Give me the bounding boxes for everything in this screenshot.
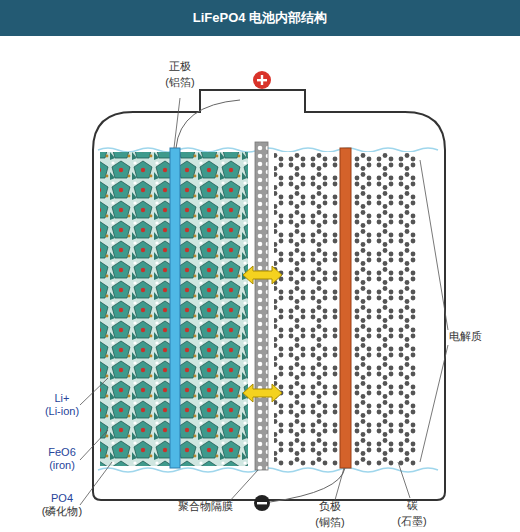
part-label: 碳	[407, 499, 418, 512]
part-label: 聚合物隔膜	[178, 500, 233, 513]
diagram-title: LiFePO4 电池内部结构	[193, 9, 327, 27]
part-label: (石墨)	[397, 515, 426, 528]
part-label: PO4	[51, 492, 73, 505]
part-label: (磷化物)	[42, 505, 82, 518]
part-label: FeO6	[48, 446, 76, 459]
part-label: (Li-ion)	[45, 405, 79, 418]
part-label: (铝箔)	[165, 76, 194, 89]
part-label: Li+	[55, 392, 70, 405]
part-label: 电解质	[449, 330, 482, 343]
part-label: (iron)	[49, 459, 75, 472]
part-label: 负极	[319, 500, 341, 513]
part-label: 正极	[169, 60, 191, 73]
part-label: (铜箔)	[315, 516, 344, 529]
